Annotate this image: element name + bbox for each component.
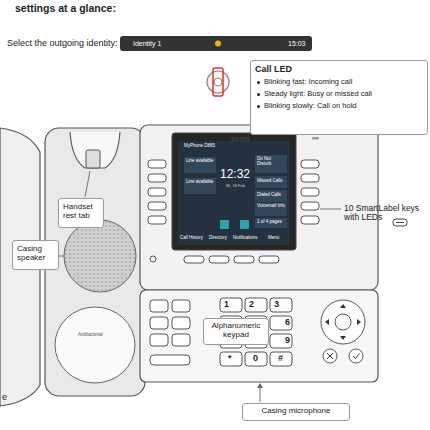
screen-text: Dialed Calls	[257, 193, 287, 198]
label-text: 10 SmartLabel keys with LEDs	[344, 204, 426, 223]
bullet-text: Blinking slowly: Call on hold	[255, 102, 423, 111]
callout-box: Handset rest tab	[58, 198, 104, 228]
screen-text: Line available	[186, 159, 214, 164]
label-text: Antibacterial	[78, 333, 103, 338]
key-label: 9	[285, 336, 290, 346]
label-text: Identity 1	[133, 40, 161, 48]
nav-key-icon	[207, 71, 229, 93]
phone-body	[140, 125, 378, 290]
callout-text: Casing microphone	[246, 406, 346, 415]
key-label: 1	[224, 300, 229, 310]
screen-text: Voicemail Info	[257, 204, 285, 209]
handset-cradle	[55, 307, 135, 383]
callout-text: Handset rest tab	[63, 202, 99, 220]
screen-text: Directory	[209, 236, 227, 241]
screen-text: Notifications	[233, 236, 258, 241]
callout-text: Alphanumeric keypad	[207, 321, 265, 339]
label-text: Select the outgoing identity:	[7, 39, 118, 49]
callout-box: Alphanumeric keypad	[203, 318, 269, 345]
label-text: e	[2, 393, 7, 403]
keypad-panel	[140, 290, 378, 382]
callout-box: Casing speaker	[12, 240, 59, 270]
callout-text: Call LED	[255, 64, 423, 74]
key-label: #	[278, 354, 283, 364]
keypad-keys	[150, 298, 365, 366]
cradle	[45, 128, 145, 396]
screen-text: Call History	[180, 236, 203, 241]
bullet-text: Steady light: Busy or missed call	[255, 90, 423, 99]
label-text: settings at a glance:	[15, 3, 116, 15]
screen-text: Mi, 18 Feb	[226, 184, 245, 188]
label-text: 15:03	[288, 40, 306, 48]
key-label: 3	[274, 300, 279, 310]
screen-text: 1 of 4 pages	[257, 220, 287, 225]
led-key-icon	[393, 219, 407, 226]
key-label: *	[228, 354, 232, 364]
screen-text: 12:32	[220, 168, 250, 181]
screen-text: MyPhone D865	[184, 144, 215, 149]
speaker-grille	[64, 220, 136, 292]
display	[178, 141, 290, 245]
key-label: 6	[285, 318, 290, 328]
screen-text: Line available	[186, 180, 214, 185]
callout-box: Casing microphone	[242, 403, 350, 421]
key-label: 0	[253, 354, 258, 364]
label-text: snom	[231, 135, 250, 143]
bullet-text: Blinking fast: Incoming call	[255, 78, 423, 87]
status-bar	[120, 36, 312, 51]
callout-text: Casing speaker	[17, 244, 54, 262]
screen-text: Do Not Disturb	[257, 157, 285, 167]
smartlabel-keys	[148, 160, 319, 263]
screen-text: Missed Calls	[257, 179, 287, 184]
callout-box: Call LED Blinking fast: Incoming callStea…	[250, 60, 428, 135]
key-label: 2	[249, 300, 254, 310]
screen-text: Menu	[268, 236, 279, 241]
